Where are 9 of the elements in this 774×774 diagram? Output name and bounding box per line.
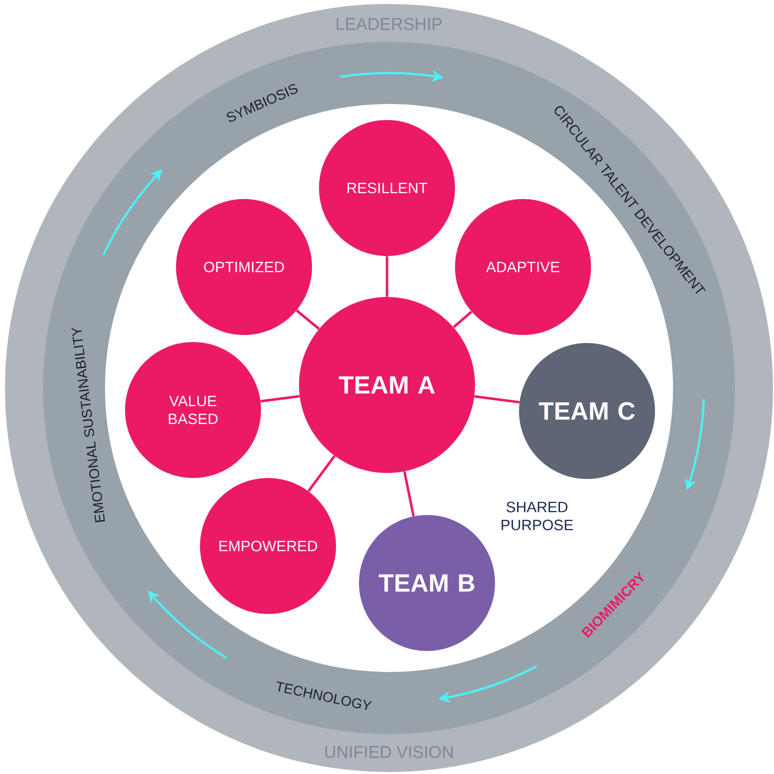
connector-line (260, 395, 300, 403)
connector-line (386, 256, 388, 297)
ring-label: EMOTIONAL SUSTAINABILITY (72, 328, 105, 522)
connector-line (296, 309, 320, 330)
connector-line (403, 471, 415, 516)
connector-line (474, 395, 520, 404)
connector-line (452, 310, 472, 328)
center-label: SHARED PURPOSE (502, 502, 573, 530)
connector-line (308, 455, 336, 492)
